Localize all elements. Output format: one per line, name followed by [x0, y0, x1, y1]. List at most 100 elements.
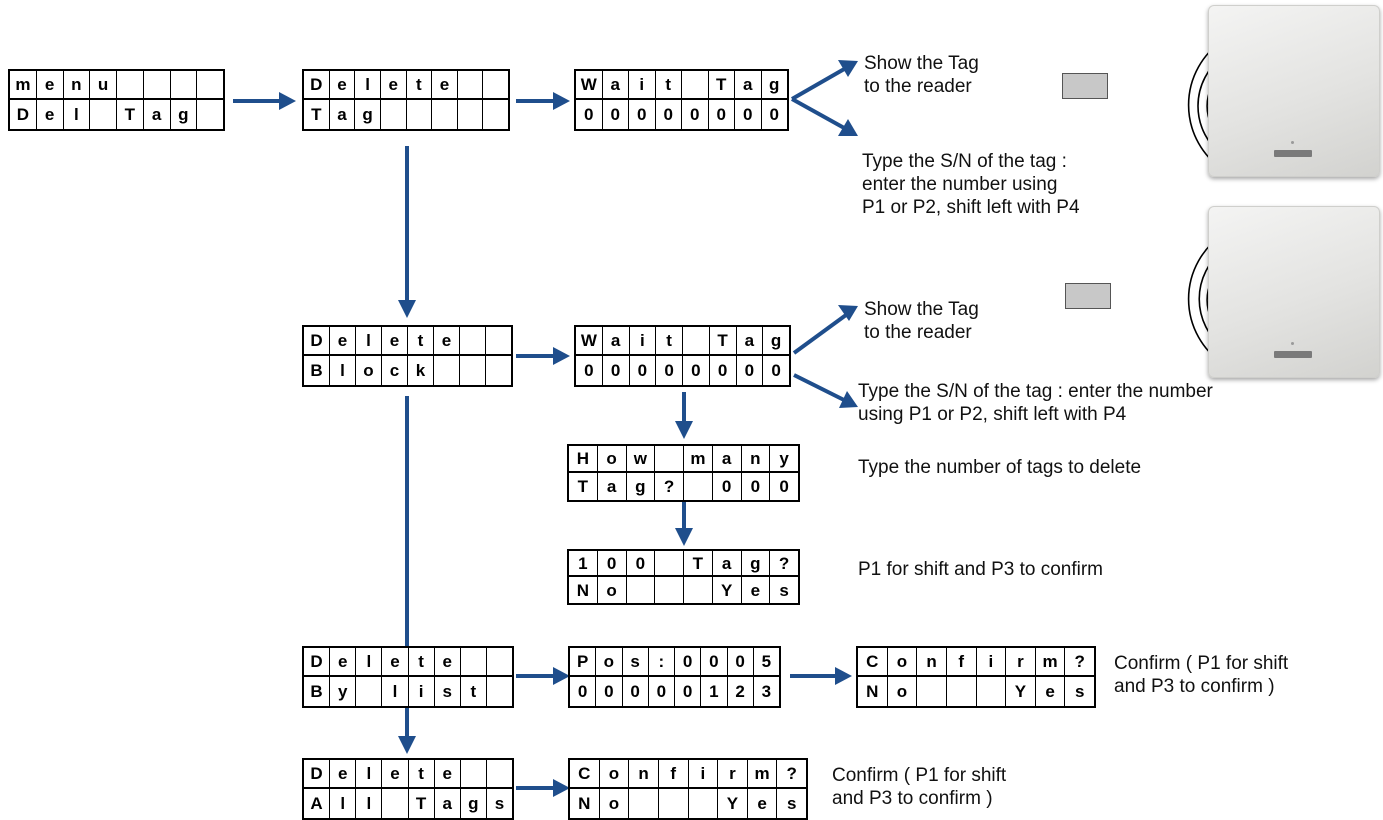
lcd-char-cell: s: [1074, 682, 1085, 701]
lcd-char-cell: P: [570, 648, 597, 675]
arrow-delete-by-list-to-delete-all: [398, 708, 416, 754]
lcd-char-cell: i: [689, 760, 719, 787]
lcd-char-cell: o: [600, 760, 630, 787]
lcd-char-cell: n: [742, 446, 771, 471]
lcd-char-cell: [460, 356, 486, 385]
lcd-char-cell: l: [356, 760, 383, 787]
lcd-char-cell: 0: [598, 551, 627, 575]
lcd-char-cell: e: [435, 760, 461, 787]
arrow-how-many-to-confirm: [675, 498, 693, 546]
lcd-char-cell: 0: [649, 677, 675, 706]
lcd-char-cell: [171, 71, 198, 98]
lcd-char-cell: e: [1036, 677, 1066, 706]
lcd-char-cell: B: [304, 356, 330, 385]
lcd-char-cell: 0: [656, 356, 683, 385]
arrow-delete-tag-to-delete-block: [398, 146, 416, 318]
lcd-char-cell: r: [718, 760, 748, 787]
lcd-char-cell: u: [90, 71, 117, 98]
lcd-char-cell: l: [330, 789, 357, 818]
note-confirm: Confirm ( P1 for shift and P3 to confirm…: [832, 765, 1007, 809]
lcd-char-cell: H: [569, 446, 598, 471]
arrow-wait-tag-to-type-sn-1: [791, 97, 858, 136]
lcd-char-cell: n: [629, 760, 659, 787]
rfid-tag-icon: [1065, 283, 1111, 309]
lcd-char-cell: 3: [761, 682, 772, 701]
lcd-char-cell: a: [735, 71, 762, 98]
lcd-char-cell: 0: [656, 100, 682, 129]
lcd-char-cell: l: [356, 648, 383, 675]
lcd-char-cell: 0: [713, 473, 742, 500]
lcd-char-cell: W: [576, 327, 603, 354]
lcd-char-cell: A: [304, 789, 331, 818]
lcd-char-cell: [659, 789, 689, 818]
lcd-char-cell: [432, 100, 458, 129]
lcd-char-cell: [197, 100, 223, 129]
lcd-char-cell: m: [10, 71, 37, 98]
lcd-char-cell: i: [629, 71, 656, 98]
reader-logo-icon: [1274, 150, 1312, 157]
lcd-char-cell: [947, 677, 977, 706]
lcd-char-cell: Y: [1006, 677, 1036, 706]
lcd-char-cell: 0: [728, 648, 754, 675]
lcd-char-cell: f: [659, 760, 689, 787]
lcd-char-cell: ?: [1074, 652, 1085, 671]
lcd-char-cell: a: [144, 100, 171, 129]
lcd-char-cell: [461, 648, 487, 675]
lcd-char-cell: e: [432, 71, 458, 98]
reader-led-icon: [1291, 342, 1294, 345]
arrow-menu-to-delete-tag: [233, 92, 296, 110]
lcd-char-cell: s: [623, 648, 649, 675]
lcd-char-cell: [461, 760, 487, 787]
arrow-wait-tag-to-how-many: [675, 392, 693, 439]
lcd-char-cell: o: [600, 789, 630, 818]
lcd-char-cell: [655, 551, 684, 575]
lcd-char-cell: n: [64, 71, 91, 98]
lcd-char-cell: i: [977, 648, 1007, 675]
lcd-char-cell: i: [409, 677, 435, 706]
lcd-char-cell: 0: [570, 677, 597, 706]
lcd-char-cell: D: [304, 648, 331, 675]
lcd-char-cell: D: [304, 327, 330, 354]
lcd-char-cell: t: [409, 648, 435, 675]
lcd-char-cell: k: [408, 356, 434, 385]
lcd-char-cell: [683, 327, 710, 354]
lcd-char-cell: 0: [603, 356, 630, 385]
lcd-char-cell: m: [1036, 648, 1066, 675]
lcd-char-cell: 0: [596, 677, 623, 706]
lcd-char-cell: t: [461, 677, 487, 706]
lcd-char-cell: ?: [655, 473, 684, 500]
lcd-char-cell: [434, 356, 460, 385]
arrow-delete-tag-to-wait-tag: [516, 92, 570, 110]
lcd-char-cell: o: [888, 677, 918, 706]
lcd-char-cell: g: [461, 789, 487, 818]
lcd-char-cell: s: [435, 677, 461, 706]
lcd-char-cell: l: [355, 71, 381, 98]
note-show-tag: Show the Tag to the reader: [864, 53, 979, 97]
lcd-char-cell: 0: [623, 677, 649, 706]
lcd-char-cell: a: [603, 327, 630, 354]
lcd-char-cell: N: [570, 789, 600, 818]
lcd-char-cell: [460, 327, 486, 354]
lcd-char-cell: ?: [786, 764, 797, 783]
lcd-char-cell: [487, 648, 512, 675]
lcd-char-cell: N: [858, 677, 888, 706]
lcd-char-cell: e: [330, 760, 357, 787]
lcd-char-cell: y: [330, 677, 357, 706]
